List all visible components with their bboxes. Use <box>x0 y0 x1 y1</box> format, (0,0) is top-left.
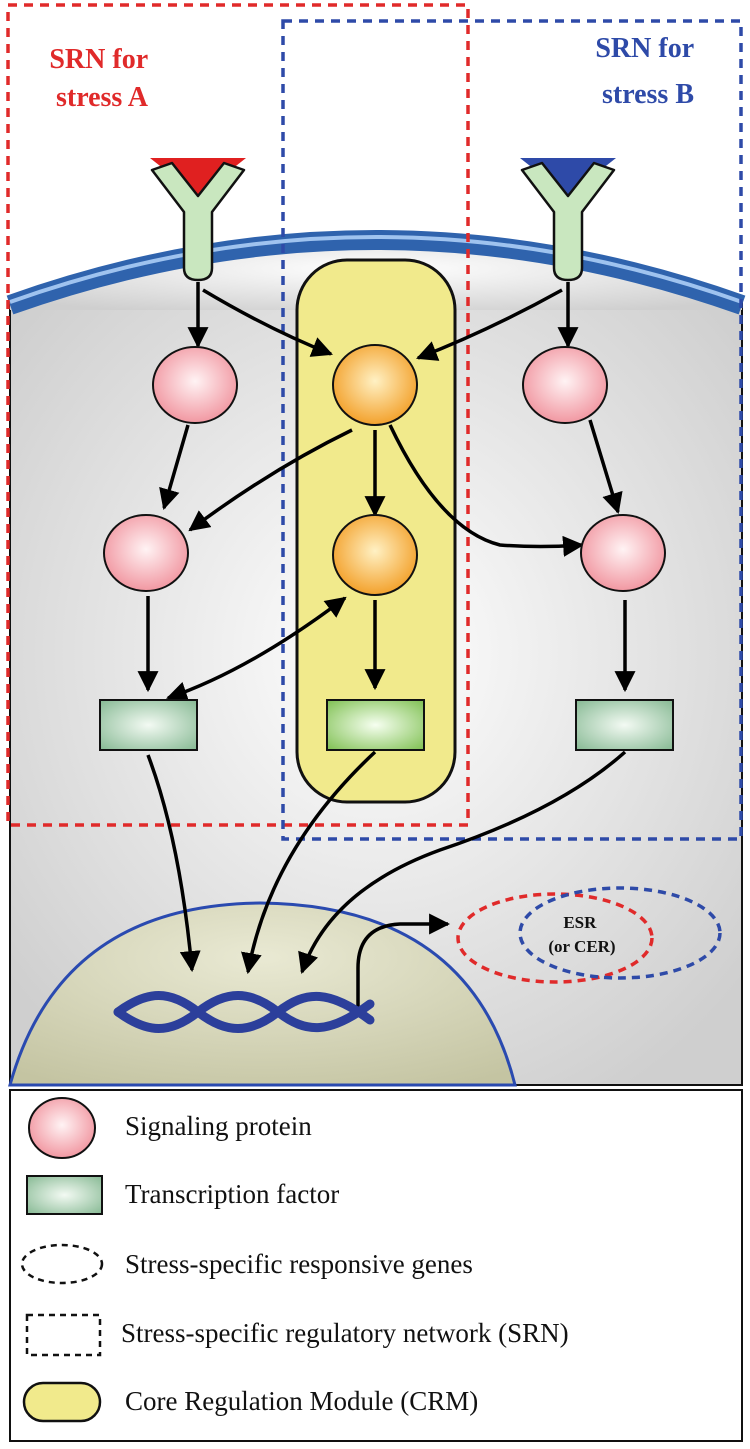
legend-regulatory-network-swatch <box>25 1313 102 1357</box>
crm-protein-2 <box>332 514 418 596</box>
legend-signaling-protein-label: Signaling protein <box>125 1111 312 1141</box>
legend-signaling-protein-swatch <box>28 1097 96 1159</box>
y-receptor-icon <box>520 161 616 282</box>
arrow-tf1-to-dna <box>146 754 201 973</box>
transcription-factor-b <box>575 699 674 751</box>
legend-border <box>9 1089 743 1442</box>
signaling-protein-1 <box>152 346 238 424</box>
legend-responsive-genes-label: Stress-specific responsive genes <box>125 1249 473 1279</box>
srn-stress-b-box <box>281 19 743 841</box>
signaling-protein-2 <box>103 514 189 592</box>
legend-core-module-swatch <box>22 1381 102 1423</box>
receptor-a <box>150 161 246 282</box>
arrow-receptor-b-to-crm1 <box>416 288 563 361</box>
legend-core-module-label: Core Regulation Module (CRM) <box>125 1386 478 1416</box>
srn-a-label: SRN for stress A <box>49 44 154 113</box>
srn-b-label: SRN for stress B <box>595 33 700 110</box>
esr-stress-a-ellipse <box>456 892 654 984</box>
arrow-sp4-to-sp5 <box>588 419 623 515</box>
cell-membrane <box>6 230 746 315</box>
arrow-tf2-to-dna <box>241 750 377 975</box>
esr-stress-b-ellipse <box>518 886 722 980</box>
esr-label: ESR (or CER) <box>548 913 615 956</box>
legend-transcription-factor-label: Transcription factor <box>125 1179 339 1209</box>
legend-responsive-genes-swatch <box>20 1243 104 1285</box>
arrow-tf3-to-dna <box>298 750 627 974</box>
legend: Signaling protein Transcription factor S… <box>9 1089 743 1442</box>
arrow-crm1-to-sp2 <box>188 428 353 532</box>
legend-transcription-factor-swatch <box>26 1175 103 1215</box>
arrow-crm1-to-sp5 <box>388 424 585 557</box>
crm-protein-1 <box>332 344 418 426</box>
receptor-b <box>520 161 616 282</box>
transcription-factor-a <box>99 699 198 751</box>
dna-helix-icon <box>113 991 375 1033</box>
nucleus <box>8 901 517 1087</box>
y-receptor-icon <box>150 161 246 282</box>
arrow-dna-to-esr <box>356 913 451 1014</box>
arrow-sp1-to-sp2 <box>159 424 190 511</box>
signal-arrows <box>137 282 636 1014</box>
cell-membrane-highlight <box>9 235 743 304</box>
srn-stress-a-box <box>6 3 470 827</box>
arrow-crm2-tf1-bidirectional <box>166 596 347 702</box>
transcription-factor-crm <box>326 699 425 751</box>
signaling-protein-4 <box>580 514 666 592</box>
signaling-protein-3 <box>522 346 608 424</box>
arrow-receptor-a-to-crm1 <box>202 288 333 357</box>
legend-regulatory-network-label: Stress-specific regulatory network (SRN) <box>121 1318 569 1348</box>
